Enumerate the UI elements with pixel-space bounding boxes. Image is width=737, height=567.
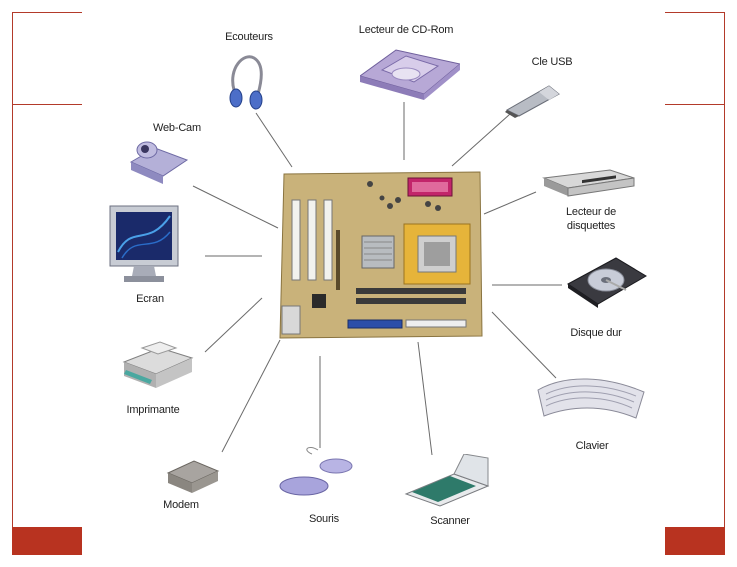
cd-rom-drive-icon	[358, 49, 462, 100]
printer-icon	[122, 341, 194, 388]
frame-bottom-left-block	[12, 527, 82, 555]
connector-floppy	[483, 191, 537, 215]
connector-clavier	[491, 311, 557, 379]
label-webcam: Web-Cam	[153, 122, 201, 134]
label-scanner: Scanner	[430, 515, 470, 527]
frame-left-rule	[12, 104, 82, 105]
label-cdrom: Lecteur de CD-Rom	[358, 24, 454, 36]
connector-imprimante	[204, 297, 263, 353]
modem-icon	[166, 460, 220, 493]
connector-scanner	[417, 341, 433, 456]
mouse	[278, 440, 358, 496]
hard-disk-icon	[567, 257, 647, 308]
label-clavier: Clavier	[575, 440, 609, 452]
monitor-icon	[109, 205, 179, 282]
keyboard-icon	[537, 378, 645, 419]
frame-top-left-line	[12, 12, 82, 13]
mouse-icon	[279, 447, 353, 496]
frame-bottom-right-block	[665, 527, 725, 555]
connector-ecouteurs	[255, 112, 293, 168]
keyboard	[536, 370, 646, 424]
frame-left-edge	[12, 12, 13, 555]
label-imprimante: Imprimante	[126, 404, 180, 416]
floppy-drive-icon	[542, 169, 635, 197]
headphones	[222, 50, 272, 120]
usb-key-icon	[505, 85, 560, 118]
floppy-drive	[540, 168, 636, 198]
modem	[166, 457, 220, 495]
scanner	[404, 453, 490, 508]
motherboard-icon	[279, 171, 483, 339]
label-ecran: Ecran	[136, 293, 164, 305]
printer	[120, 340, 194, 390]
webcam-icon	[129, 141, 189, 184]
scanner-icon	[404, 453, 490, 507]
connector-usb	[451, 113, 511, 167]
motherboard	[278, 170, 485, 340]
hard-disk	[566, 256, 648, 308]
connector-modem	[221, 339, 281, 453]
label-usb: Cle USB	[531, 56, 573, 68]
monitor	[108, 204, 180, 286]
connector-webcam	[192, 185, 279, 229]
frame-top-right-line	[665, 12, 725, 13]
frame-right-edge	[724, 12, 725, 555]
label-ecouteurs: Ecouteurs	[225, 31, 273, 43]
webcam	[125, 136, 193, 186]
headphones-icon	[229, 55, 263, 110]
cd-rom-drive	[358, 40, 462, 100]
frame-right-rule	[665, 104, 725, 105]
usb-key	[505, 82, 561, 118]
label-modem: Modem	[163, 499, 199, 511]
label-disque: Disque dur	[570, 327, 622, 339]
label-souris: Souris	[309, 513, 339, 525]
label-floppy: Lecteur de disquettes	[566, 206, 616, 232]
